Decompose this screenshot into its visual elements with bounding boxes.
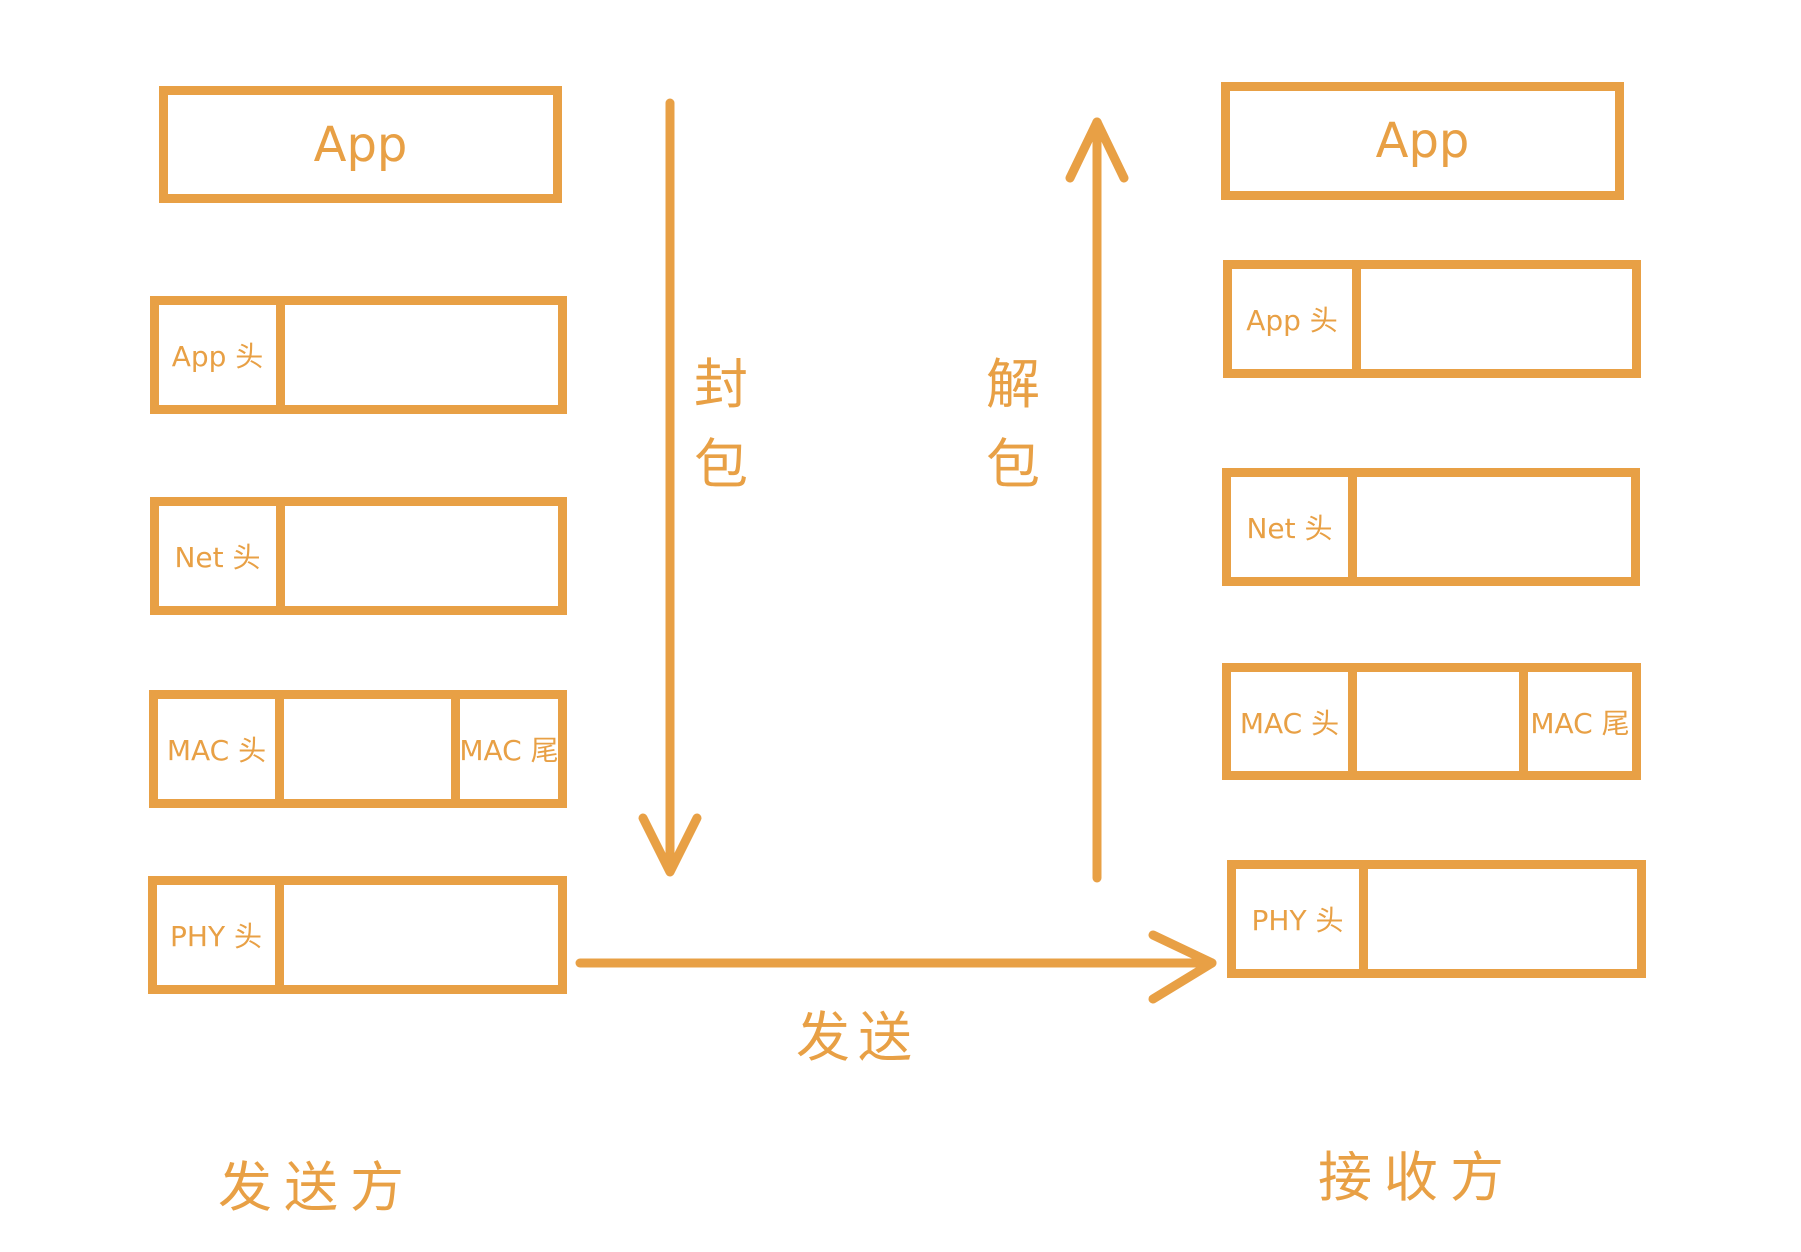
receiver-app-label: App [1375, 113, 1470, 169]
receiver-app-header-cell: App 头 [1232, 269, 1361, 369]
send-label: 发送 [796, 1006, 920, 1069]
receiver-net-header-cell: Net 头 [1231, 477, 1357, 577]
sender-app-label: App [313, 116, 408, 173]
sender-layer-phy: PHY 头 [148, 876, 567, 994]
encapsulate-arrow [638, 98, 702, 877]
receiver-layer-app: App [1221, 82, 1624, 200]
sender-mac-header-cell: MAC 头 [158, 699, 284, 799]
receiver-layer-mac: MAC 头 MAC 尾 [1222, 663, 1641, 780]
sender-phy-header-cell: PHY 头 [157, 885, 284, 985]
sender-app-header-cell: App 头 [159, 305, 285, 405]
decapsulate-arrow [1065, 117, 1129, 883]
receiver-mac-header-cell: MAC 头 [1231, 672, 1357, 771]
receiver-mac-trailer-cell: MAC 尾 [1519, 672, 1632, 771]
decapsulate-label: 解包 [986, 353, 1040, 496]
receiver-layer-phy: PHY 头 [1227, 860, 1646, 978]
sender-net-header-cell: Net 头 [159, 506, 285, 606]
receiver-layer-net: Net 头 [1222, 468, 1640, 586]
send-arrow [575, 930, 1217, 1004]
sender-layer-mac: MAC 头 MAC 尾 [149, 690, 567, 808]
sender-layer-net: Net 头 [150, 497, 567, 615]
encapsulate-label: 封包 [694, 353, 748, 496]
sender-mac-trailer-cell: MAC 尾 [451, 699, 559, 799]
sender-layer-app-header: App 头 [150, 296, 567, 414]
sender-layer-app: App [159, 86, 562, 203]
receiver-phy-header-cell: PHY 头 [1236, 869, 1368, 969]
sender-title: 发送方 [218, 1156, 416, 1219]
receiver-title: 接收方 [1318, 1146, 1516, 1209]
receiver-layer-app-header: App 头 [1223, 260, 1641, 378]
